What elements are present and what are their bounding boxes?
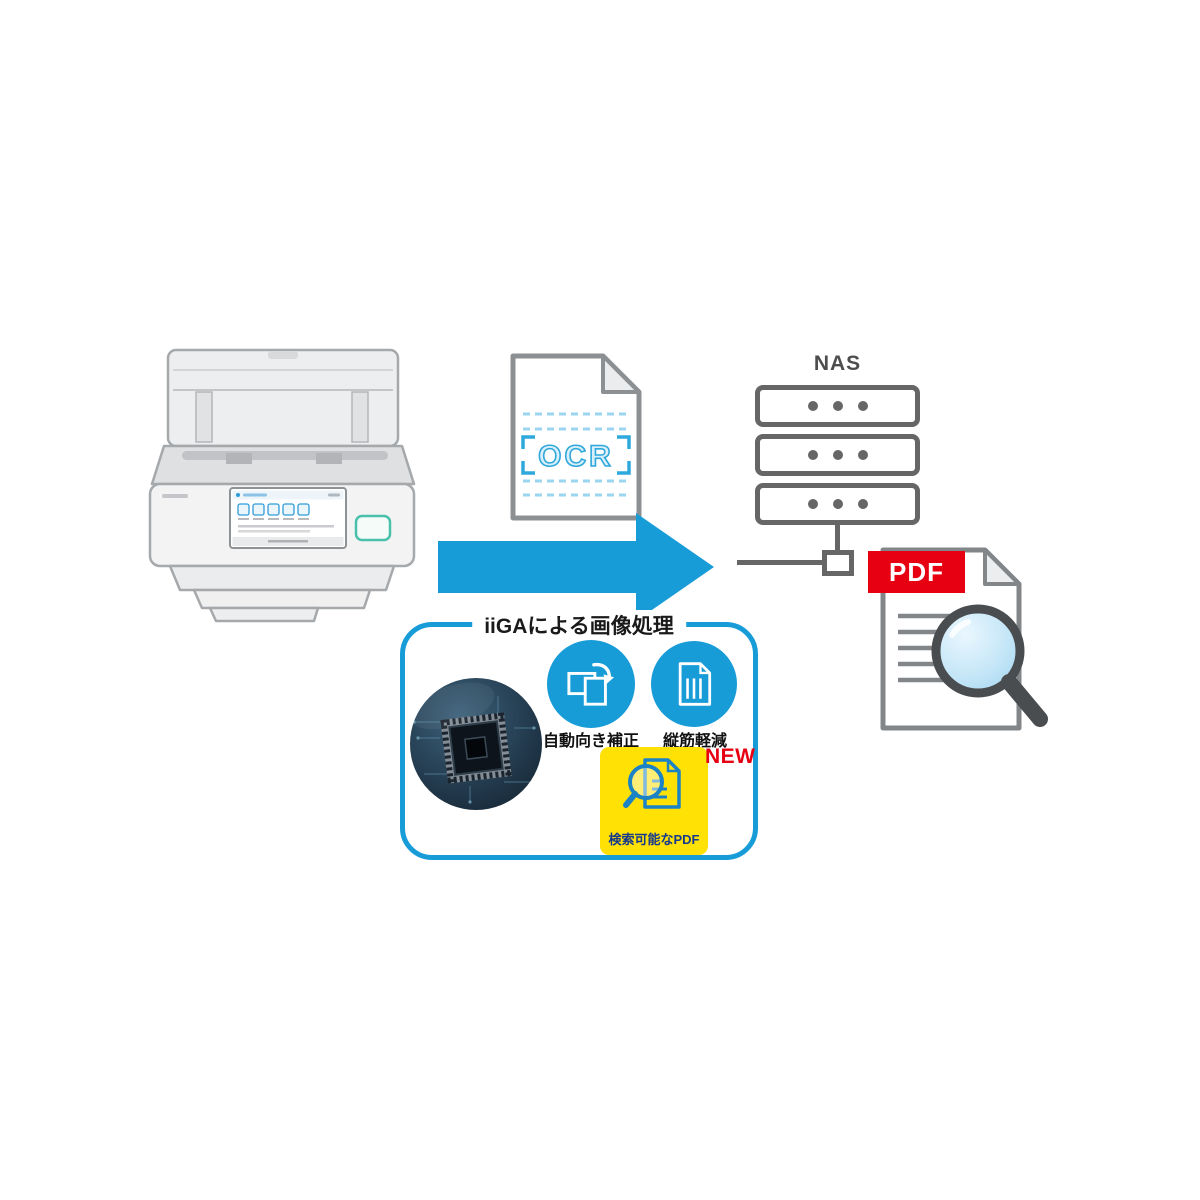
nas-drive-dot bbox=[832, 401, 843, 411]
text-scan-lines bbox=[523, 412, 629, 497]
ocr-frame-brackets bbox=[521, 435, 631, 475]
cpu-chip bbox=[440, 712, 512, 784]
nas-drive-dot bbox=[807, 499, 818, 509]
ocr-document-icon: OCR bbox=[506, 352, 646, 522]
nas-drive-dot bbox=[807, 401, 818, 411]
nas-drive-dot bbox=[857, 450, 868, 460]
magnifier-handle bbox=[1001, 674, 1048, 727]
folded-corner bbox=[601, 354, 641, 394]
pdf-badge: PDF bbox=[868, 551, 965, 593]
nas-drive-dot bbox=[832, 450, 843, 460]
new-badge: NEW bbox=[705, 745, 756, 768]
auto-rotate-feature bbox=[547, 640, 635, 728]
scan-button bbox=[354, 514, 392, 542]
search-pdf-icon bbox=[623, 758, 681, 809]
document-outline bbox=[510, 353, 642, 521]
nas-bay bbox=[755, 385, 920, 427]
nas-drive-dot bbox=[857, 499, 868, 509]
nas-server-icon bbox=[755, 385, 920, 532]
pdf-folded-corner bbox=[983, 548, 1021, 586]
searchable-pdf-icon: PDF bbox=[868, 533, 1058, 738]
auto-rotate-label: 自動向き補正 bbox=[542, 733, 639, 750]
image-processing-box: iiGAによる画像処理 bbox=[400, 610, 758, 860]
nas-connector-vertical bbox=[835, 523, 840, 552]
nas-label: NAS bbox=[813, 352, 862, 375]
nas-drive-dot bbox=[807, 450, 818, 460]
processing-box-title: iiGAによる画像処理 bbox=[472, 610, 686, 640]
cpu-chip-photo bbox=[410, 678, 542, 810]
scanner-illustration bbox=[146, 344, 418, 626]
output-tray bbox=[168, 564, 396, 592]
touchscreen-app-icons bbox=[237, 503, 310, 516]
nas-connector-horizontal bbox=[737, 560, 824, 565]
nas-connector-node bbox=[822, 550, 854, 576]
nas-bay bbox=[755, 483, 920, 525]
ocr-text: OCR bbox=[538, 440, 614, 473]
nas-drive-dot bbox=[832, 499, 843, 509]
nas-drive-dot bbox=[857, 401, 868, 411]
streak-reduction-feature bbox=[651, 641, 737, 727]
streak-reduction-label: 縦筋軽減 bbox=[662, 733, 727, 750]
scanner-icon bbox=[148, 348, 416, 623]
nas-bay bbox=[755, 434, 920, 476]
searchable-pdf-label: 検索可能なPDF bbox=[608, 832, 700, 847]
streak-reduction-icon bbox=[678, 662, 712, 706]
flow-arrow-icon bbox=[438, 510, 716, 624]
auto-rotate-icon bbox=[567, 662, 615, 706]
searchable-pdf-feature: 検索可能なPDF bbox=[600, 747, 708, 855]
